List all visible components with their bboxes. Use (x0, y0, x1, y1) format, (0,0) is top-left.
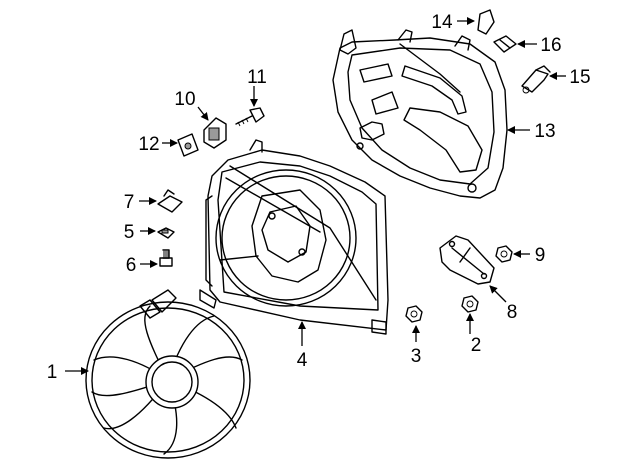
clip-part-7 (157, 189, 183, 213)
bolt-part-11 (235, 107, 265, 127)
callout-2: 2 (471, 335, 482, 356)
callout-8: 8 (507, 302, 518, 323)
fan-shroud-part (332, 29, 508, 199)
callout-16: 16 (540, 35, 561, 56)
leader-arrows (65, 17, 566, 375)
pin-part-15 (521, 65, 551, 94)
callout-11: 11 (247, 67, 267, 88)
nut-part-9 (495, 245, 513, 263)
fan-part (85, 289, 251, 459)
clip-part-14 (477, 9, 495, 35)
callout-9: 9 (535, 245, 546, 266)
nut-part-5 (157, 227, 175, 239)
callout-4: 4 (297, 350, 308, 371)
callout-1: 1 (47, 362, 58, 383)
grommet-part-12 (177, 133, 199, 157)
nut-part-3 (405, 305, 423, 323)
arrow-8 (489, 285, 507, 303)
bracket-part (439, 235, 495, 285)
callout-labels: 1 4 3 2 8 9 7 5 6 10 11 12 13 14 16 15 (47, 12, 591, 383)
callout-13: 13 (534, 121, 555, 142)
callout-10: 10 (174, 89, 195, 110)
callout-6: 6 (126, 255, 137, 276)
bracket-part-10 (203, 117, 227, 149)
callout-15: 15 (569, 67, 590, 88)
fan-frame-part (199, 139, 389, 335)
callout-12: 12 (138, 134, 159, 155)
callout-14: 14 (431, 12, 453, 33)
arrow-10 (197, 106, 209, 121)
bolt-part-6 (159, 249, 173, 267)
clip-part-16 (493, 35, 517, 53)
callout-5: 5 (124, 222, 135, 243)
callout-7: 7 (124, 192, 135, 213)
nut-part-2 (461, 295, 479, 313)
callout-3: 3 (411, 346, 422, 367)
